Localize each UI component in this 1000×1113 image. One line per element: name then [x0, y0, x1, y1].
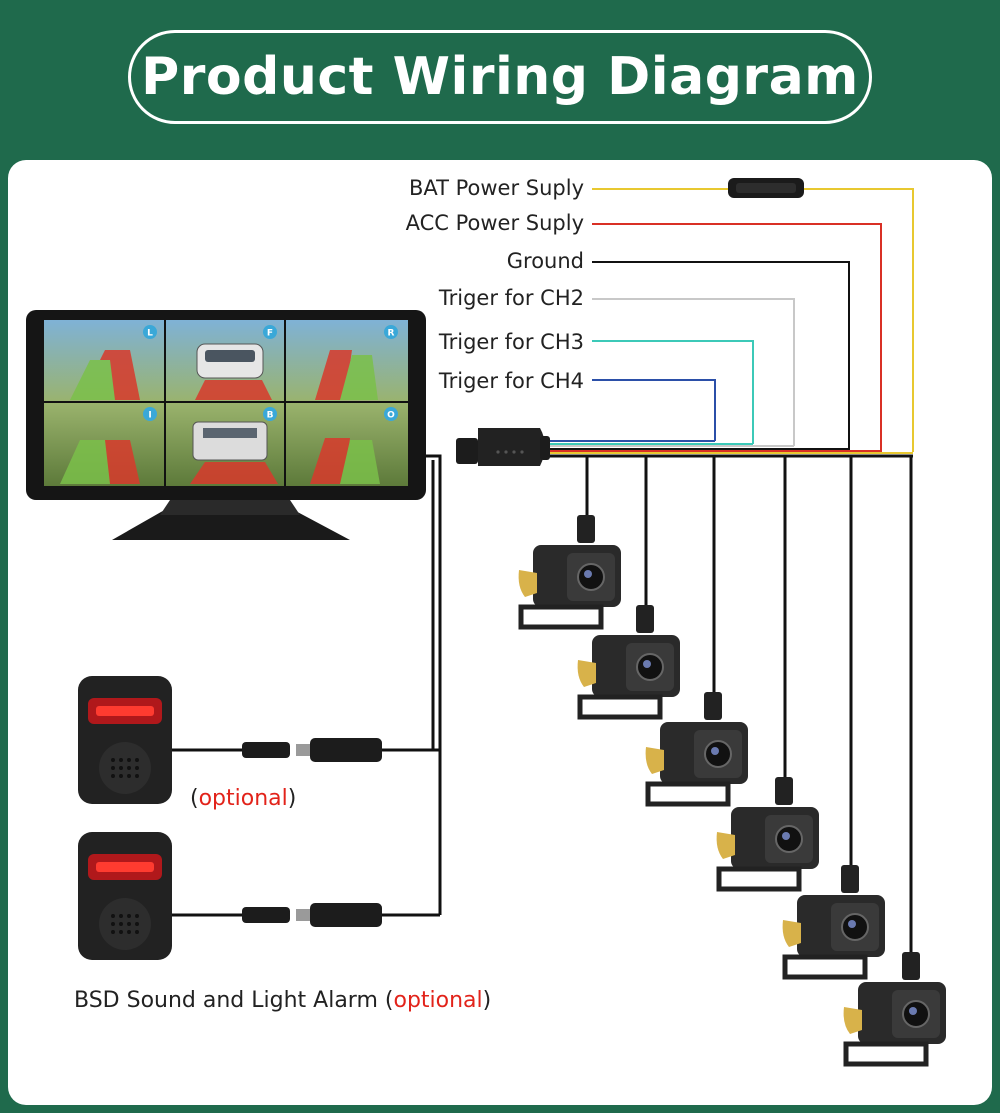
- optional-note: (optional): [190, 786, 296, 811]
- view-badge-l: L: [147, 329, 153, 339]
- alarm-caption-optional: optional: [393, 988, 483, 1013]
- alarm-connector-2: [242, 903, 382, 927]
- wire-ch3: [592, 340, 754, 444]
- fuse-holder: [728, 178, 804, 198]
- wire-ground: [592, 261, 850, 452]
- page-title: Product Wiring Diagram: [141, 47, 859, 107]
- view-badge-i: I: [148, 411, 151, 421]
- optional-open: (: [190, 786, 199, 811]
- camera-cables: [585, 456, 913, 955]
- view-badge-r: R: [388, 329, 395, 339]
- wire-harness: [548, 440, 913, 458]
- optional-close: ): [287, 786, 297, 811]
- view-badge-o: O: [387, 411, 395, 421]
- harness-connector: [456, 428, 550, 466]
- camera-5: [782, 865, 885, 980]
- wire-ch2: [592, 298, 795, 446]
- alarm-caption-text: BSD Sound and Light Alarm: [74, 988, 385, 1013]
- title-banner: Product Wiring Diagram: [128, 30, 872, 124]
- alarm-unit-1: [78, 676, 172, 804]
- label-triger-ch2: Triger for CH2: [438, 286, 584, 310]
- camera-3: [645, 692, 748, 807]
- optional-word: optional: [198, 786, 288, 811]
- label-triger-ch3: Triger for CH3: [438, 330, 584, 354]
- alarm-connector-1: [242, 738, 382, 762]
- view-badge-b: B: [267, 411, 274, 421]
- alarm-caption-close: ): [482, 988, 492, 1013]
- wire-ch4: [592, 379, 716, 441]
- alarm-caption-open: (: [384, 988, 394, 1013]
- label-triger-ch4: Triger for CH4: [438, 369, 584, 393]
- camera-2: [577, 605, 680, 720]
- monitor: L F R I B O: [26, 310, 426, 540]
- alarm-unit-2: [78, 832, 172, 960]
- label-acc-power: ACC Power Suply: [405, 211, 584, 235]
- alarm-caption: BSD Sound and Light Alarm (optional): [74, 988, 491, 1013]
- view-badge-f: F: [267, 329, 273, 339]
- wire-bat: [592, 188, 914, 452]
- wire-acc: [592, 223, 882, 452]
- camera-6: [843, 952, 946, 1067]
- label-bat-power: BAT Power Suply: [408, 176, 584, 200]
- camera-1: [518, 515, 621, 630]
- label-ground: Ground: [506, 249, 584, 273]
- alarm-cables: [172, 454, 442, 917]
- camera-4: [716, 777, 819, 892]
